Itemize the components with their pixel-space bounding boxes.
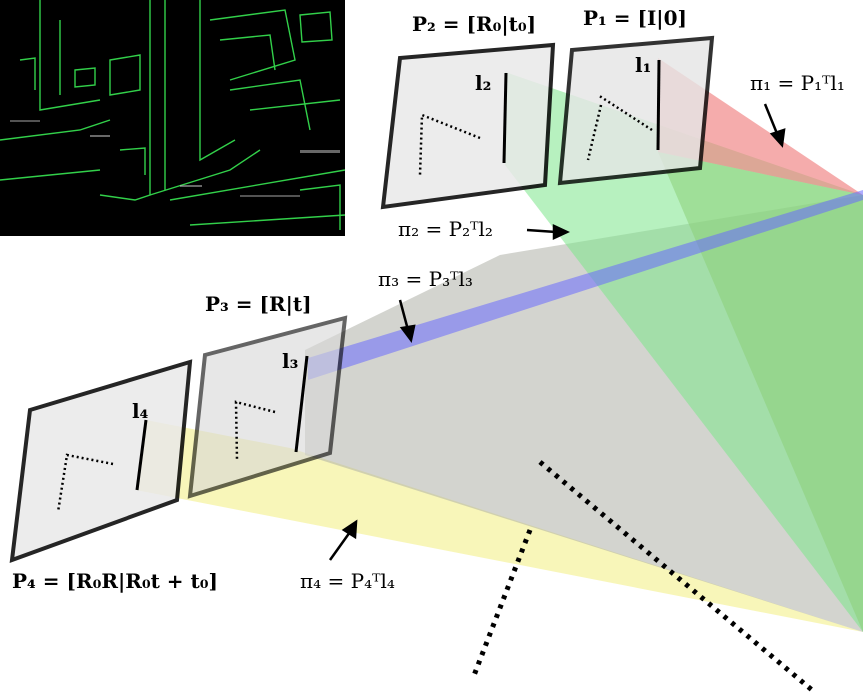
corner-p3 [234, 400, 276, 461]
label-line-l2: l₂ [475, 71, 491, 95]
inset-textures [10, 120, 340, 197]
corner-p1-a [597, 93, 653, 132]
plane-pi1-lower [658, 152, 863, 632]
arrow-pi4 [328, 531, 352, 561]
edge-detection-inset [0, 0, 346, 236]
plane-pi1 [658, 58, 863, 195]
image-plane-p2 [380, 42, 556, 210]
corner-p4 [56, 453, 114, 513]
dotted-corners [56, 93, 653, 513]
label-line-l4: l₄ [132, 399, 149, 423]
arrow-pi1-head [769, 128, 786, 148]
line-l4 [135, 419, 148, 491]
label-plane-pi3: π₃ = P₃ᵀl₃ [378, 267, 473, 291]
line-l2 [502, 72, 508, 164]
label-camera-p2: P₂ = [R₀|t₀] [412, 12, 536, 36]
image-plane-p4 [9, 359, 193, 563]
arrow-pi4-head [341, 519, 358, 540]
label-plane-pi1: π₁ = P₁ᵀl₁ [750, 71, 845, 95]
label-plane-pi4: π₄ = P₄ᵀl₄ [300, 569, 395, 593]
plane-pi3 [308, 190, 863, 380]
back-projected-planes [136, 58, 863, 632]
line-l3 [294, 355, 309, 453]
label-plane-pi2: π₂ = P₂ᵀl₂ [398, 217, 493, 241]
arrow-pi1 [763, 103, 780, 137]
scene-line-b [470, 529, 533, 679]
image-plane-p1 [557, 35, 715, 186]
label-line-l1: l₁ [635, 53, 651, 77]
line-l1 [656, 59, 661, 151]
arrows [328, 103, 786, 561]
labels: P₂ = [R₀|t₀] P₁ = [I|0] P₃ = [R|t] P₄ = … [12, 6, 845, 593]
label-camera-p1: P₁ = [I|0] [583, 6, 687, 30]
label-line-l3: l₃ [282, 349, 298, 373]
inset-background [0, 0, 345, 236]
arrow-pi3 [398, 299, 410, 331]
corner-p2 [418, 113, 481, 176]
image-lines [135, 59, 661, 491]
scene-3d-lines [470, 460, 814, 692]
arrow-pi3-head [399, 324, 416, 343]
label-camera-p3: P₃ = [R|t] [205, 292, 312, 316]
inset-edges [0, 0, 346, 230]
label-camera-p4: P₄ = [R₀R|R₀t + t₀] [12, 569, 218, 593]
arrow-pi2 [526, 228, 557, 234]
arrow-pi2-head [552, 224, 570, 240]
